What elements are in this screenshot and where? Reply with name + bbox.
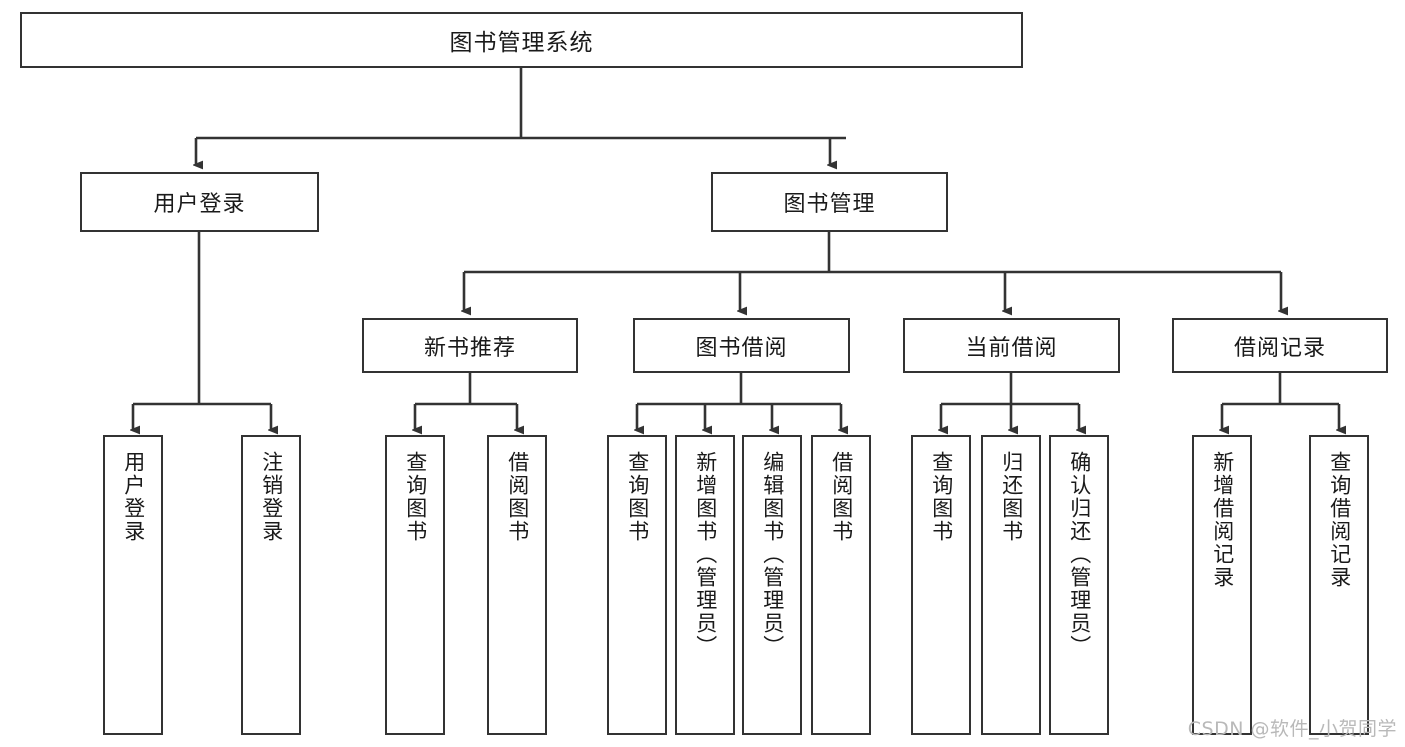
node-user-login[interactable]: 用户登录	[80, 172, 319, 232]
leaf-current-query-book[interactable]: 查询图书	[911, 435, 971, 735]
leaf-user-login[interactable]: 用户登录	[103, 435, 163, 735]
leaf-current-return-book-label: 归还图书	[999, 451, 1024, 543]
node-current-borrow-label: 当前借阅	[965, 335, 1058, 361]
leaf-borrow-borrow-book-label: 借阅图书	[829, 451, 854, 543]
node-root-system[interactable]: 图书管理系统	[20, 12, 1023, 68]
leaf-recommend-borrow-book-label: 借阅图书	[505, 451, 530, 543]
leaf-user-logout-label: 注销登录	[259, 451, 284, 543]
leaf-borrow-borrow-book[interactable]: 借阅图书	[811, 435, 871, 735]
node-book-borrow[interactable]: 图书借阅	[633, 318, 850, 373]
node-book-management[interactable]: 图书管理	[711, 172, 948, 232]
node-book-management-label: 图书管理	[783, 192, 876, 217]
watermark: CSDN @软件_小贺同学	[1187, 718, 1397, 740]
node-new-book-recommend-label: 新书推荐	[423, 335, 516, 361]
node-new-book-recommend[interactable]: 新书推荐	[362, 318, 578, 373]
leaf-borrow-query-book-label: 查询图书	[625, 451, 650, 543]
leaf-borrow-add-book[interactable]: 新增图书（管理员）	[675, 435, 735, 735]
leaf-record-add-record[interactable]: 新增借阅记录	[1192, 435, 1252, 735]
node-book-borrow-label: 图书借阅	[695, 335, 788, 361]
node-current-borrow[interactable]: 当前借阅	[903, 318, 1120, 373]
leaf-user-logout[interactable]: 注销登录	[241, 435, 301, 735]
leaf-current-confirm-return[interactable]: 确认归还（管理员）	[1049, 435, 1109, 735]
leaf-record-query-record[interactable]: 查询借阅记录	[1309, 435, 1369, 735]
leaf-record-add-record-label: 新增借阅记录	[1210, 451, 1235, 589]
leaf-record-query-record-label: 查询借阅记录	[1327, 451, 1352, 589]
leaf-recommend-query-book[interactable]: 查询图书	[385, 435, 445, 735]
leaf-user-login-label: 用户登录	[121, 451, 146, 543]
leaf-borrow-add-book-label: 新增图书（管理员）	[693, 451, 718, 658]
leaf-current-return-book[interactable]: 归还图书	[981, 435, 1041, 735]
leaf-recommend-query-book-label: 查询图书	[403, 451, 428, 543]
leaf-borrow-query-book[interactable]: 查询图书	[607, 435, 667, 735]
leaf-borrow-edit-book[interactable]: 编辑图书（管理员）	[742, 435, 802, 735]
leaf-current-confirm-return-label: 确认归还（管理员）	[1067, 451, 1092, 658]
node-borrow-record-label: 借阅记录	[1233, 335, 1326, 361]
leaf-recommend-borrow-book[interactable]: 借阅图书	[487, 435, 547, 735]
node-root-system-label: 图书管理系统	[449, 30, 594, 56]
node-borrow-record[interactable]: 借阅记录	[1172, 318, 1388, 373]
leaf-current-query-book-label: 查询图书	[929, 451, 954, 543]
leaf-borrow-edit-book-label: 编辑图书（管理员）	[760, 451, 785, 658]
node-user-login-label: 用户登录	[153, 192, 246, 217]
